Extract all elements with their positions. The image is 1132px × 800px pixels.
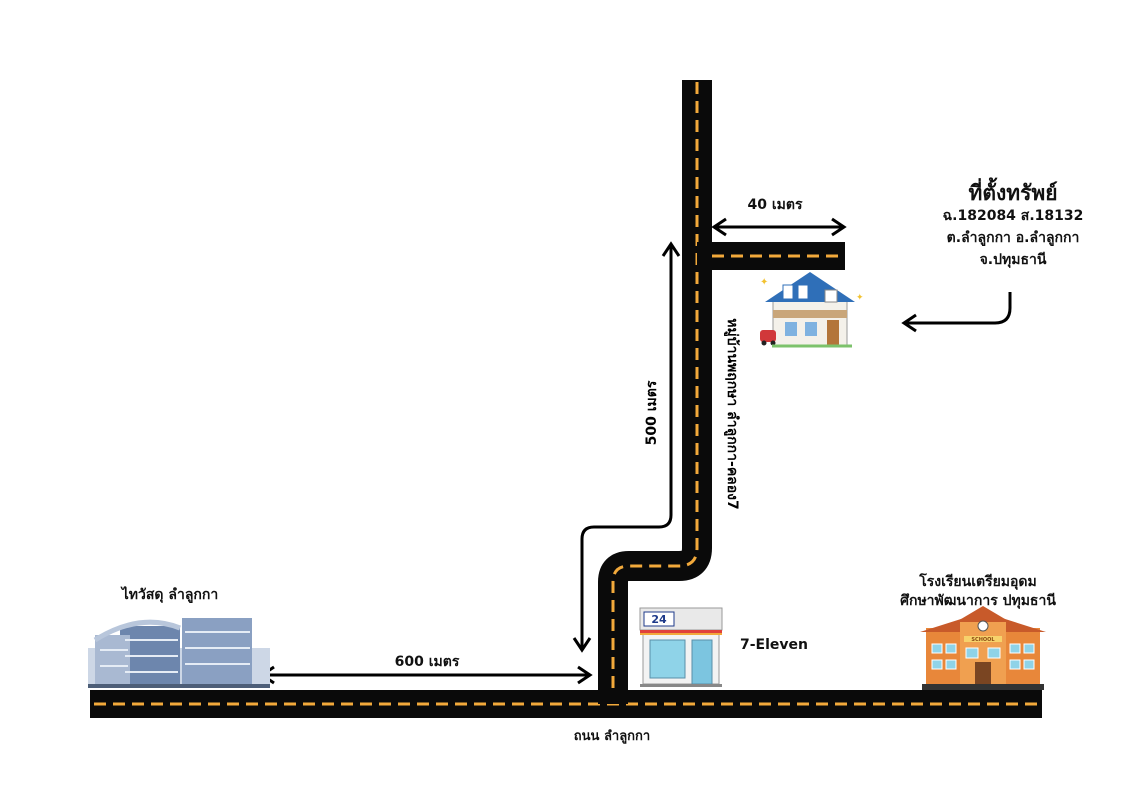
property-deed-line: ฉ.182084 ส.18132 (942, 208, 1084, 224)
property-subdistrict-line: ต.ลำลูกกา อ.ลำลูกกา (946, 230, 1080, 246)
seven-eleven-sign-text: 24 (651, 613, 667, 626)
school-label-line-2: ศึกษาพัฒนาการ ปทุมธานี (900, 593, 1056, 609)
seven-eleven-label: 7-Eleven (740, 637, 808, 653)
store-label: ไทวัสดุ ลำลูกกา (121, 587, 219, 603)
property-pointer-arrow (901, 292, 1012, 333)
arrow-40m (711, 217, 847, 237)
house-icon: ✦ ✦ (760, 272, 864, 348)
distance-label-40m: 40 เมตร (747, 197, 803, 213)
main-road (90, 690, 1042, 718)
main-road-name: ถนน ลำลูกกา (573, 729, 651, 744)
property-province-line: จ.ปทุมธานี (979, 252, 1047, 268)
village-road (598, 80, 712, 704)
school-label-line-1: โรงเรียนเตรียมอุดม (919, 574, 1037, 590)
arrow-500m-600m (572, 241, 681, 653)
distance-label-600m: 600 เมตร (394, 654, 460, 670)
store-building-icon (88, 618, 270, 688)
school-sign-text: SCHOOL (971, 637, 995, 643)
property-title: ที่ตั้งทรัพย์ (968, 181, 1058, 205)
seven-eleven-icon: 24 (639, 607, 723, 687)
side-road (697, 242, 845, 270)
school-icon: SCHOOL (920, 606, 1046, 690)
distance-label-500m: 500 เมตร (644, 380, 660, 446)
village-road-name: หมู่บ้านพฤกษา ลำลูกกา-คลอง7 (724, 318, 740, 510)
svg-text:✦: ✦ (760, 277, 768, 288)
svg-text:✦: ✦ (856, 293, 864, 303)
